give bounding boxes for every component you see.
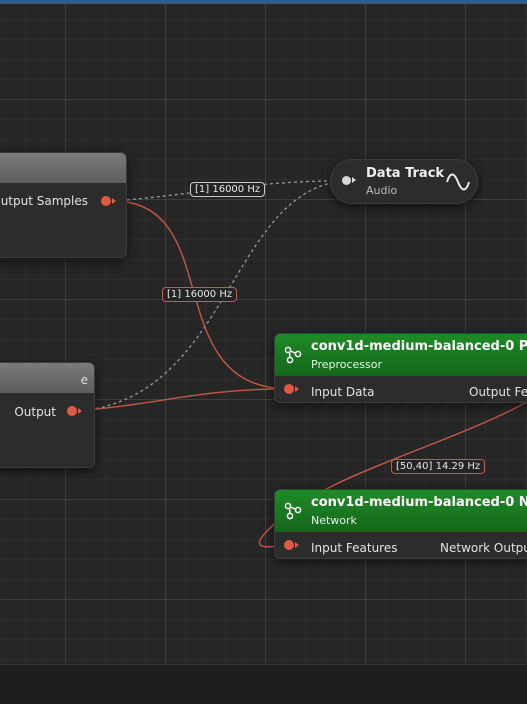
source-node-2-title: e [80, 373, 88, 387]
node-graph-canvas[interactable]: Output Samples e Output Data Track Audio [0, 4, 527, 664]
output-samples-label: Output Samples [0, 194, 88, 208]
window-top-accent [0, 0, 527, 4]
wire-output-to-track [77, 180, 346, 412]
wire-output-to-input-data [77, 388, 286, 412]
source-node-2-header[interactable]: e [0, 363, 94, 393]
sine-wave-icon [446, 173, 470, 191]
output-samples-port[interactable] [101, 196, 111, 206]
preprocessor-title: conv1d-medium-balanced-0 Prep [311, 339, 527, 354]
preprocessor-node[interactable]: conv1d-medium-balanced-0 Prep Preprocess… [274, 333, 527, 403]
graph-nodes-icon [284, 502, 302, 520]
status-bar [0, 664, 527, 704]
data-track-input-port[interactable] [342, 176, 351, 185]
output-label: Output [14, 405, 56, 419]
input-data-port[interactable] [284, 384, 294, 394]
preprocessor-subtitle: Preprocessor [311, 358, 383, 371]
connection-badge-preprocessor[interactable]: [1] 16000 Hz [162, 287, 238, 302]
audio-source-node[interactable]: Output Samples [0, 152, 127, 258]
output-samples-port-arrow [112, 198, 116, 204]
output-features-label: Output Fea [469, 385, 527, 399]
input-features-port[interactable] [284, 540, 294, 550]
preprocessor-node-header[interactable]: conv1d-medium-balanced-0 Prep Preprocess… [275, 334, 527, 376]
connection-badge-track[interactable]: [1] 16000 Hz [190, 182, 266, 197]
network-subtitle: Network [311, 514, 357, 527]
data-track-title: Data Track [366, 166, 445, 181]
network-node-header[interactable]: conv1d-medium-balanced-0 Netw Network [275, 490, 527, 532]
network-node[interactable]: conv1d-medium-balanced-0 Netw Network In… [274, 489, 527, 559]
output-port[interactable] [67, 406, 77, 416]
data-track-node[interactable]: Data Track Audio [330, 159, 478, 204]
output-port-arrow [78, 408, 82, 414]
input-data-port-arrow [295, 386, 299, 392]
data-track-subtitle: Audio [366, 184, 398, 197]
graph-nodes-icon [284, 346, 302, 364]
connection-badge-network[interactable]: [50,40] 14.29 Hz [391, 459, 486, 474]
network-output-label: Network Output [440, 541, 527, 555]
network-title: conv1d-medium-balanced-0 Netw [311, 495, 527, 510]
input-data-label: Input Data [311, 385, 375, 399]
source-node-2[interactable]: e Output [0, 362, 95, 468]
input-features-label: Input Features [311, 541, 398, 555]
audio-source-node-header[interactable] [0, 153, 126, 183]
data-track-input-port-arrow [352, 177, 356, 183]
input-features-port-arrow [295, 542, 299, 548]
